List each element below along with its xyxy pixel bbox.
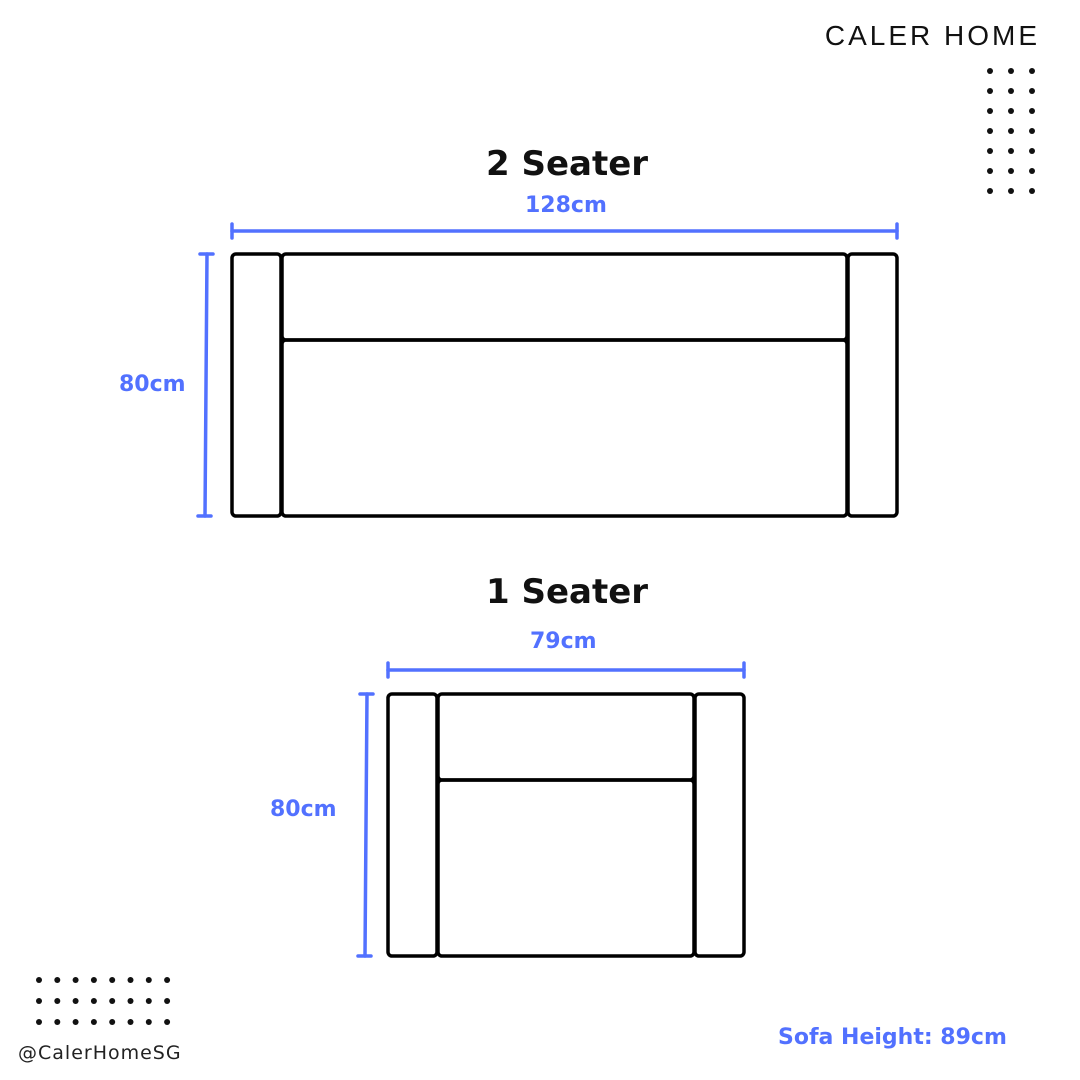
dot — [164, 1019, 171, 1025]
one-seater-depth-label: 80cm — [270, 797, 337, 822]
dot — [127, 1019, 134, 1025]
right-armrest — [846, 252, 899, 518]
two-seater-outline — [230, 252, 899, 518]
dot — [1029, 68, 1035, 74]
two-seater-title: 2 Seater — [485, 144, 649, 184]
dot — [90, 998, 97, 1004]
dot — [90, 1019, 97, 1025]
dot — [1008, 68, 1014, 74]
depth-line — [363, 692, 369, 958]
dot — [54, 998, 61, 1004]
dot — [109, 1019, 116, 1025]
left-armrest — [386, 692, 439, 958]
dot — [1008, 128, 1014, 134]
dot — [1008, 188, 1014, 194]
seat-cushion — [280, 338, 849, 518]
dot — [1029, 128, 1035, 134]
dot — [1029, 168, 1035, 174]
decorative-dots-top-right — [987, 68, 1035, 194]
dot — [1008, 148, 1014, 154]
dot — [1008, 168, 1014, 174]
dot — [987, 128, 993, 134]
right-armrest — [693, 692, 746, 958]
dot — [127, 977, 134, 983]
dot — [1029, 148, 1035, 154]
dot — [1008, 108, 1014, 114]
seat-cushion — [436, 778, 696, 958]
decorative-dots-bottom-left — [36, 977, 171, 1025]
dot — [987, 68, 993, 74]
dot — [164, 998, 171, 1004]
two-seater-dimension-lines — [196, 222, 899, 518]
dot — [72, 1019, 79, 1025]
two-seater-width-label: 128cm — [525, 193, 607, 218]
dot — [987, 108, 993, 114]
dot — [36, 998, 42, 1004]
two-seater-depth-label: 80cm — [119, 372, 186, 397]
dot — [987, 168, 993, 174]
one-seater-width-label: 79cm — [530, 629, 597, 654]
dot — [109, 977, 116, 983]
dot — [36, 977, 42, 983]
brand-logo-text: CALER HOME — [824, 20, 1040, 51]
dot — [54, 1019, 61, 1025]
dot — [164, 977, 171, 983]
dot — [72, 998, 79, 1004]
dot — [987, 88, 993, 94]
social-handle: @CalerHomeSG — [18, 1042, 182, 1064]
dot — [90, 977, 97, 983]
one-seater-outline — [386, 692, 746, 958]
dot — [987, 148, 993, 154]
dot — [36, 1019, 42, 1025]
backrest — [436, 692, 696, 782]
one-seater-dimension-lines — [356, 661, 746, 958]
one-seater-title: 1 Seater — [485, 572, 649, 612]
dot — [1029, 88, 1035, 94]
depth-line — [203, 252, 209, 518]
dot — [145, 977, 152, 983]
dot — [127, 998, 134, 1004]
dot — [1008, 88, 1014, 94]
left-armrest — [230, 252, 283, 518]
backrest — [280, 252, 849, 342]
dot — [145, 1019, 152, 1025]
dot — [1029, 108, 1035, 114]
dot — [54, 977, 61, 983]
sofa-height-note: Sofa Height: 89cm — [778, 1025, 1007, 1050]
dot — [145, 998, 152, 1004]
dot — [72, 977, 79, 983]
dot — [109, 998, 116, 1004]
dot — [987, 188, 993, 194]
dot — [1029, 188, 1035, 194]
